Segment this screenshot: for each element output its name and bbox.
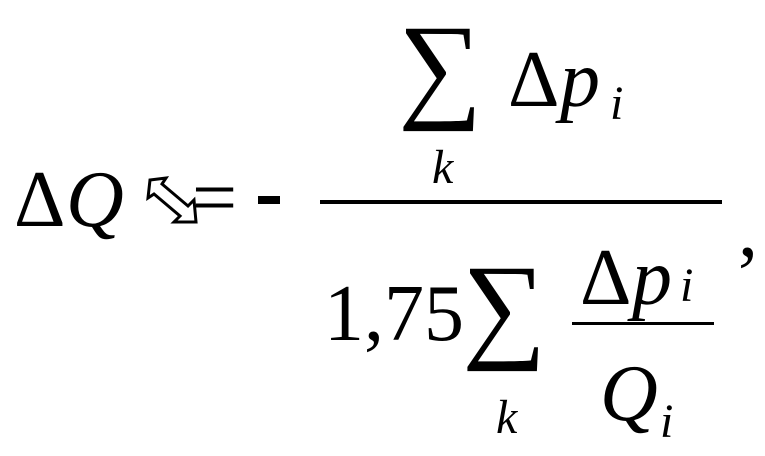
denominator-coefficient: 1,75 — [324, 270, 464, 358]
lhs-q: Q — [66, 156, 124, 244]
inner-numerator-sub-i: i — [680, 259, 694, 312]
inner-numerator-delta: Δ — [580, 234, 632, 322]
numerator-p: p — [560, 36, 600, 124]
left-arrow-assign-icon — [146, 176, 198, 224]
lhs-delta: Δ — [14, 156, 66, 244]
numerator-sub-i: i — [610, 77, 624, 130]
trailing-comma: , — [738, 186, 758, 274]
numerator-delta: Δ — [508, 36, 560, 124]
numerator-sigma: ∑ — [398, 1, 483, 132]
denominator-sigma: ∑ — [462, 241, 547, 372]
main-fraction-bar — [320, 200, 722, 204]
inner-denominator-sub-i: i — [660, 395, 674, 448]
inner-fraction-bar — [572, 322, 714, 325]
numerator-sum-index: k — [432, 141, 454, 194]
inner-numerator-p: p — [632, 234, 672, 322]
minus-sign — [258, 196, 280, 204]
inner-denominator-q: Q — [600, 350, 658, 438]
denominator-sum-index: k — [496, 391, 518, 444]
equals-sign: = — [192, 154, 238, 242]
